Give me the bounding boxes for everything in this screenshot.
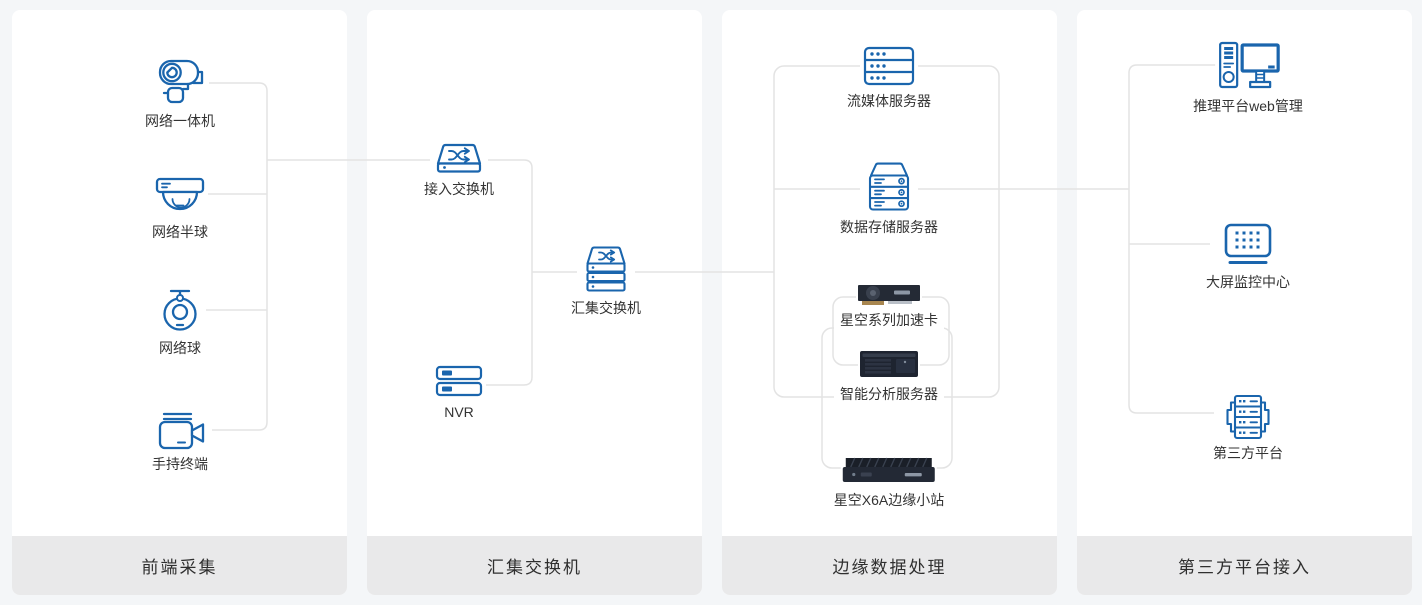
node-ptz-camera: 网络球 — [153, 288, 207, 358]
accelerator-card-icon — [856, 284, 922, 308]
dome-camera-icon — [152, 176, 208, 218]
node-label: 流媒体服务器 — [841, 91, 937, 111]
handheld-camera-icon — [151, 412, 209, 450]
node-handheld-camera: 手持终端 — [146, 412, 214, 474]
node-nvr: NVR — [433, 364, 485, 422]
node-label: 数据存储服务器 — [834, 217, 944, 237]
node-media-server: 流媒体服务器 — [841, 45, 937, 111]
workstation-icon — [1215, 40, 1281, 90]
node-label: 网络球 — [153, 338, 207, 358]
node-analysis-server: 智能分析服务器 — [834, 348, 944, 404]
node-edge-station: 星空X6A边缘小站 — [827, 454, 951, 510]
third-party-server-icon — [1222, 393, 1274, 441]
node-label: 推理平台web管理 — [1187, 96, 1309, 116]
node-label: 网络半球 — [146, 222, 214, 242]
aggregation-switch-icon — [577, 242, 635, 294]
node-label: 接入交换机 — [418, 179, 500, 199]
node-dome-camera: 网络半球 — [146, 176, 214, 242]
nvr-icon — [433, 364, 485, 398]
storage-server-icon — [860, 159, 918, 213]
node-label: 汇集交换机 — [565, 298, 647, 318]
media-server-icon — [860, 45, 918, 87]
node-aggregation-switch: 汇集交换机 — [565, 242, 647, 318]
node-storage-server: 数据存储服务器 — [834, 159, 944, 237]
node-bullet-camera: 网络一体机 — [139, 57, 221, 131]
access-switch-icon — [430, 139, 488, 175]
ptz-camera-icon — [154, 288, 206, 334]
column-footer: 边缘数据处理 — [722, 536, 1057, 595]
node-third-party-server: 第三方平台 — [1207, 393, 1289, 463]
node-label: 星空系列加速卡 — [834, 310, 944, 330]
node-workstation: 推理平台web管理 — [1187, 40, 1309, 116]
column-footer-label: 汇集交换机 — [487, 558, 582, 577]
analysis-server-icon — [858, 348, 920, 380]
node-video-wall: 大屏监控中心 — [1200, 222, 1296, 292]
node-label: 第三方平台 — [1207, 443, 1289, 463]
node-accelerator-card: 星空系列加速卡 — [834, 284, 944, 330]
column-footer: 前端采集 — [12, 536, 347, 595]
column-footer: 汇集交换机 — [367, 536, 702, 595]
column-footer: 第三方平台接入 — [1077, 536, 1412, 595]
node-label: NVR — [438, 402, 480, 422]
column-card-switch: 汇集交换机 — [367, 10, 702, 595]
node-label: 星空X6A边缘小站 — [827, 490, 951, 510]
node-label: 手持终端 — [146, 454, 214, 474]
node-label: 大屏监控中心 — [1200, 272, 1296, 292]
column-footer-label: 边缘数据处理 — [832, 558, 947, 577]
column-footer-label: 第三方平台接入 — [1178, 558, 1311, 577]
node-label: 智能分析服务器 — [834, 384, 944, 404]
edge-station-icon — [841, 454, 937, 488]
node-access-switch: 接入交换机 — [418, 139, 500, 199]
column-footer-label: 前端采集 — [141, 558, 218, 577]
video-wall-icon — [1223, 222, 1273, 268]
column-card-frontend: 前端采集 — [12, 10, 347, 595]
node-label: 网络一体机 — [139, 111, 221, 131]
bullet-camera-icon — [151, 57, 209, 107]
